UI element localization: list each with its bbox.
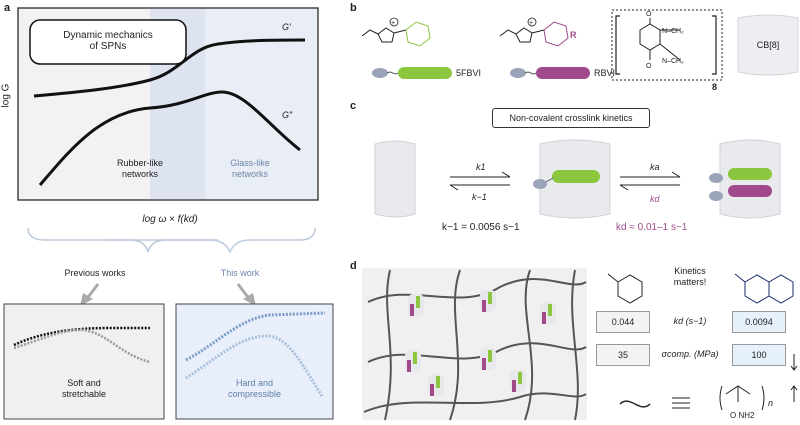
crosslinks — [405, 290, 556, 396]
molecule-5fbvi — [361, 21, 431, 47]
g-double-prime-curve — [38, 90, 301, 186]
panel-a-graphics — [3, 7, 334, 420]
row2-right: 100 — [732, 344, 786, 366]
svg-text:N–CH₂: N–CH₂ — [662, 28, 684, 35]
callout-text: Dynamic mechanics of SPNs — [63, 30, 153, 52]
panel-label-d: d — [350, 260, 357, 272]
g-double-prime-label: G″ — [282, 110, 293, 120]
k1-label: k1 — [476, 162, 486, 172]
strand-legend — [619, 400, 651, 408]
cb-dashed-box — [611, 9, 723, 81]
ka-label: ka — [650, 162, 660, 172]
card-right-bg — [175, 303, 334, 420]
x-axis-label: log ω × f(kd) — [142, 214, 198, 225]
mol2-bar — [536, 67, 590, 79]
branch-this-work-label: This work — [220, 268, 260, 278]
naphthyl-ring — [734, 273, 794, 304]
rate-right: kd ≈ 0.01–1 s−1 — [616, 222, 688, 233]
branch-previous-label: Previous works — [64, 268, 126, 278]
svg-text:+: + — [391, 20, 395, 27]
panel-d-graphics — [362, 268, 798, 421]
panel-b-graphics: + + O O N–CH₂ N–CH₂ — [361, 9, 799, 81]
cb8-barrel — [737, 14, 799, 76]
panel-label-b: b — [350, 2, 357, 14]
rate-left: k−1 = 0.0056 s−1 — [442, 222, 520, 233]
card-right-curve-1 — [185, 311, 326, 362]
mol2-substituent: R — [570, 30, 577, 40]
cb-empty — [374, 140, 416, 218]
equivalence-sign — [672, 397, 690, 409]
panel-c-graphics — [374, 139, 781, 219]
mol2-head — [510, 68, 526, 78]
molecule-rbvi — [499, 21, 569, 47]
callout-box — [29, 19, 187, 65]
kinetics-title-box: Non-covalent crosslink kinetics — [492, 108, 650, 128]
mol1-label: 5FBVI — [456, 68, 482, 78]
k-minus1-label: k−1 — [472, 192, 487, 202]
svg-text:O: O — [646, 63, 652, 70]
row2-left: 35 — [596, 344, 650, 366]
mol2-label: RBVI — [594, 68, 616, 78]
amide-label: O NH2 — [730, 411, 755, 420]
row1-right: 0.0094 — [732, 311, 786, 333]
y-axis-label: log G — [0, 83, 12, 108]
cb8-label: CB[8] — [756, 40, 780, 50]
row2-middle: σcomp. (MPa) — [661, 349, 719, 359]
kinetics-matters-label: Kinetics matters! — [673, 266, 707, 287]
network-bg — [362, 268, 587, 420]
row1-left: 0.044 — [596, 311, 650, 333]
panel-label-c: c — [350, 100, 357, 112]
kd-label: kd — [650, 194, 660, 204]
cb-repeat-subscript: 8 — [712, 82, 718, 92]
panel-label-a: a — [4, 2, 11, 14]
svg-text:N–CH₂: N–CH₂ — [662, 58, 684, 65]
svg-text:+: + — [529, 20, 533, 27]
brace-left — [27, 227, 218, 253]
card-right-text: Hard and compressible — [227, 378, 282, 399]
polymer-subscript: n — [768, 398, 774, 408]
benzyl-ring — [617, 274, 643, 304]
region-glass-label: Glass-like networks — [230, 158, 270, 179]
svg-text:O: O — [646, 11, 652, 18]
card-left-bg — [3, 303, 165, 420]
brace-right — [110, 227, 316, 254]
row1-middle: kd (s−1) — [673, 316, 707, 326]
g-prime-label: G′ — [282, 22, 291, 32]
region-rubber-label: Rubber-like networks — [116, 158, 164, 179]
mol1-head — [372, 68, 388, 78]
card-right-curve-2 — [185, 334, 324, 397]
glycoluril — [639, 18, 681, 61]
mol1-bar — [398, 67, 452, 79]
card-left-text: Soft and stretchable — [61, 378, 107, 399]
polymer-repeat-unit — [719, 385, 765, 411]
